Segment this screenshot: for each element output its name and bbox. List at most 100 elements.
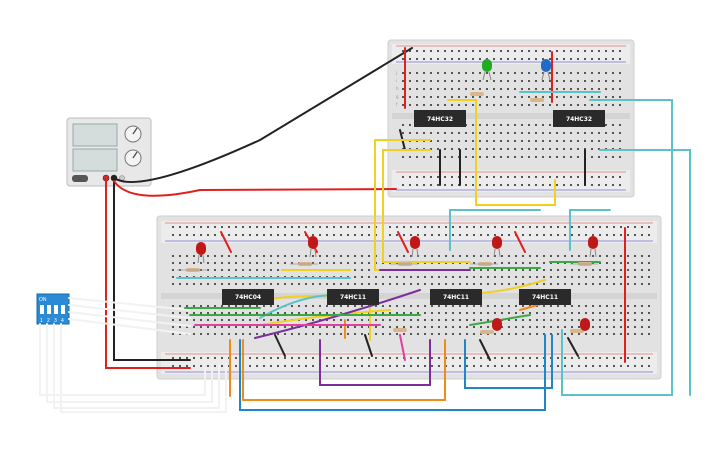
breadboard-hole[interactable] <box>409 88 411 90</box>
breadboard-hole[interactable] <box>508 333 510 335</box>
breadboard-hole[interactable] <box>494 283 496 285</box>
breadboard-hole[interactable] <box>228 319 230 321</box>
breadboard-hole[interactable] <box>416 176 418 178</box>
breadboard-hole[interactable] <box>430 176 432 178</box>
breadboard-hole[interactable] <box>550 319 552 321</box>
breadboard-hole[interactable] <box>221 333 223 335</box>
breadboard-hole[interactable] <box>312 255 314 257</box>
breadboard-hole[interactable] <box>431 283 433 285</box>
breadboard-hole[interactable] <box>480 276 482 278</box>
breadboard-hole[interactable] <box>172 283 174 285</box>
breadboard-hole[interactable] <box>382 319 384 321</box>
breadboard-hole[interactable] <box>620 319 622 321</box>
breadboard-hole[interactable] <box>472 96 474 98</box>
breadboard-hole[interactable] <box>508 319 510 321</box>
breadboard-hole[interactable] <box>179 262 181 264</box>
breadboard-hole[interactable] <box>472 184 474 186</box>
breadboard-hole[interactable] <box>410 319 412 321</box>
breadboard-hole[interactable] <box>648 226 650 228</box>
breadboard-hole[interactable] <box>556 104 558 106</box>
breadboard-hole[interactable] <box>382 305 384 307</box>
breadboard-hole[interactable] <box>459 365 461 367</box>
breadboard-hole[interactable] <box>486 140 488 142</box>
breadboard-hole[interactable] <box>221 262 223 264</box>
breadboard-hole[interactable] <box>452 226 454 228</box>
breadboard-hole[interactable] <box>605 96 607 98</box>
breadboard-hole[interactable] <box>333 319 335 321</box>
breadboard-hole[interactable] <box>375 333 377 335</box>
breadboard-hole[interactable] <box>598 156 600 158</box>
breadboard-hole[interactable] <box>599 283 601 285</box>
breadboard-hole[interactable] <box>256 326 258 328</box>
breadboard-hole[interactable] <box>542 148 544 150</box>
breadboard-hole[interactable] <box>542 88 544 90</box>
breadboard-hole[interactable] <box>500 156 502 158</box>
breadboard-hole[interactable] <box>319 326 321 328</box>
breadboard-hole[interactable] <box>585 305 587 307</box>
breadboard-hole[interactable] <box>480 269 482 271</box>
breadboard-hole[interactable] <box>529 269 531 271</box>
breadboard-hole[interactable] <box>305 319 307 321</box>
breadboard-hole[interactable] <box>444 148 446 150</box>
breadboard-hole[interactable] <box>641 312 643 314</box>
breadboard-hole[interactable] <box>612 50 614 52</box>
breadboard-hole[interactable] <box>557 305 559 307</box>
breadboard-hole[interactable] <box>606 312 608 314</box>
breadboard-hole[interactable] <box>550 312 552 314</box>
breadboard-hole[interactable] <box>458 148 460 150</box>
breadboard-hole[interactable] <box>480 319 482 321</box>
breadboard-hole[interactable] <box>486 72 488 74</box>
breadboard-hole[interactable] <box>291 283 293 285</box>
breadboard-hole[interactable] <box>613 283 615 285</box>
breadboard-hole[interactable] <box>536 234 538 236</box>
breadboard-hole[interactable] <box>557 234 559 236</box>
breadboard-hole[interactable] <box>200 326 202 328</box>
breadboard-hole[interactable] <box>347 255 349 257</box>
breadboard-hole[interactable] <box>486 50 488 52</box>
breadboard-hole[interactable] <box>333 226 335 228</box>
breadboard-hole[interactable] <box>479 104 481 106</box>
breadboard-hole[interactable] <box>465 50 467 52</box>
breadboard-hole[interactable] <box>564 226 566 228</box>
breadboard-hole[interactable] <box>410 365 412 367</box>
breadboard-hole[interactable] <box>417 319 419 321</box>
breadboard-hole[interactable] <box>521 104 523 106</box>
breadboard-hole[interactable] <box>613 262 615 264</box>
breadboard-hole[interactable] <box>627 357 629 359</box>
breadboard-hole[interactable] <box>529 312 531 314</box>
breadboard-hole[interactable] <box>585 276 587 278</box>
breadboard-hole[interactable] <box>480 305 482 307</box>
breadboard-hole[interactable] <box>249 365 251 367</box>
breadboard-hole[interactable] <box>445 333 447 335</box>
breadboard-hole[interactable] <box>571 269 573 271</box>
breadboard-hole[interactable] <box>549 58 551 60</box>
breadboard-hole[interactable] <box>354 262 356 264</box>
breadboard-hole[interactable] <box>319 312 321 314</box>
breadboard-hole[interactable] <box>417 357 419 359</box>
breadboard-hole[interactable] <box>354 305 356 307</box>
breadboard-hole[interactable] <box>627 262 629 264</box>
breadboard-hole[interactable] <box>577 50 579 52</box>
breadboard-hole[interactable] <box>591 104 593 106</box>
breadboard-hole[interactable] <box>529 255 531 257</box>
breadboard-hole[interactable] <box>312 234 314 236</box>
breadboard-hole[interactable] <box>500 184 502 186</box>
breadboard-hole[interactable] <box>312 326 314 328</box>
breadboard-hole[interactable] <box>578 276 580 278</box>
breadboard-hole[interactable] <box>479 72 481 74</box>
breadboard-hole[interactable] <box>521 156 523 158</box>
breadboard-hole[interactable] <box>459 333 461 335</box>
breadboard-hole[interactable] <box>438 276 440 278</box>
breadboard-hole[interactable] <box>634 312 636 314</box>
breadboard-hole[interactable] <box>619 124 621 126</box>
breadboard-hole[interactable] <box>172 276 174 278</box>
breadboard-hole[interactable] <box>284 333 286 335</box>
breadboard-hole[interactable] <box>592 357 594 359</box>
breadboard-hole[interactable] <box>179 357 181 359</box>
breadboard-hole[interactable] <box>613 333 615 335</box>
breadboard-hole[interactable] <box>549 80 551 82</box>
breadboard-hole[interactable] <box>466 226 468 228</box>
breadboard-hole[interactable] <box>563 184 565 186</box>
breadboard-hole[interactable] <box>550 326 552 328</box>
